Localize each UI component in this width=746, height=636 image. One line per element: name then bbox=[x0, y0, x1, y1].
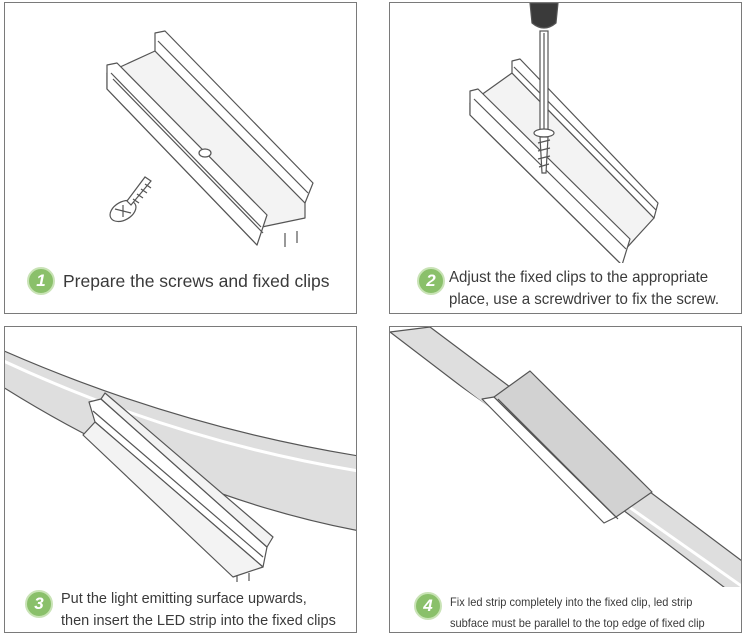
step-3-panel: 3 Put the light emitting surface upwards… bbox=[4, 326, 357, 633]
step-2-caption: 2 Adjust the fixed clips to the appropri… bbox=[417, 267, 736, 311]
step-4-caption: 4 Fix led strip completely into the fixe… bbox=[414, 592, 727, 632]
step-2-text: Adjust the fixed clips to the appropriat… bbox=[449, 269, 720, 308]
step-4-text: Fix led strip completely into the fixed … bbox=[450, 595, 705, 630]
step-1-caption: 1 Prepare the screws and fixed clips bbox=[27, 267, 330, 295]
screwdriver-illustration bbox=[469, 3, 659, 263]
step-3-caption: 3 Put the light emitting surface upwards… bbox=[25, 590, 336, 632]
strip-fixed-illustration bbox=[390, 327, 741, 587]
step-4-panel: 4 Fix led strip completely into the fixe… bbox=[389, 326, 742, 633]
step-number-badge: 3 bbox=[25, 590, 53, 618]
step-number-badge: 2 bbox=[417, 267, 445, 295]
step-3-text: Put the light emitting surface upwards, … bbox=[61, 591, 336, 629]
strip-insertion-illustration bbox=[5, 350, 356, 582]
step-number-badge: 4 bbox=[414, 592, 442, 620]
step-number-badge: 1 bbox=[27, 267, 55, 295]
clip-and-screw-illustration bbox=[106, 30, 314, 247]
step-1-panel: 1 Prepare the screws and fixed clips bbox=[4, 2, 357, 314]
step-1-text: Prepare the screws and fixed clips bbox=[63, 271, 330, 291]
step-2-panel: 2 Adjust the fixed clips to the appropri… bbox=[389, 2, 742, 314]
